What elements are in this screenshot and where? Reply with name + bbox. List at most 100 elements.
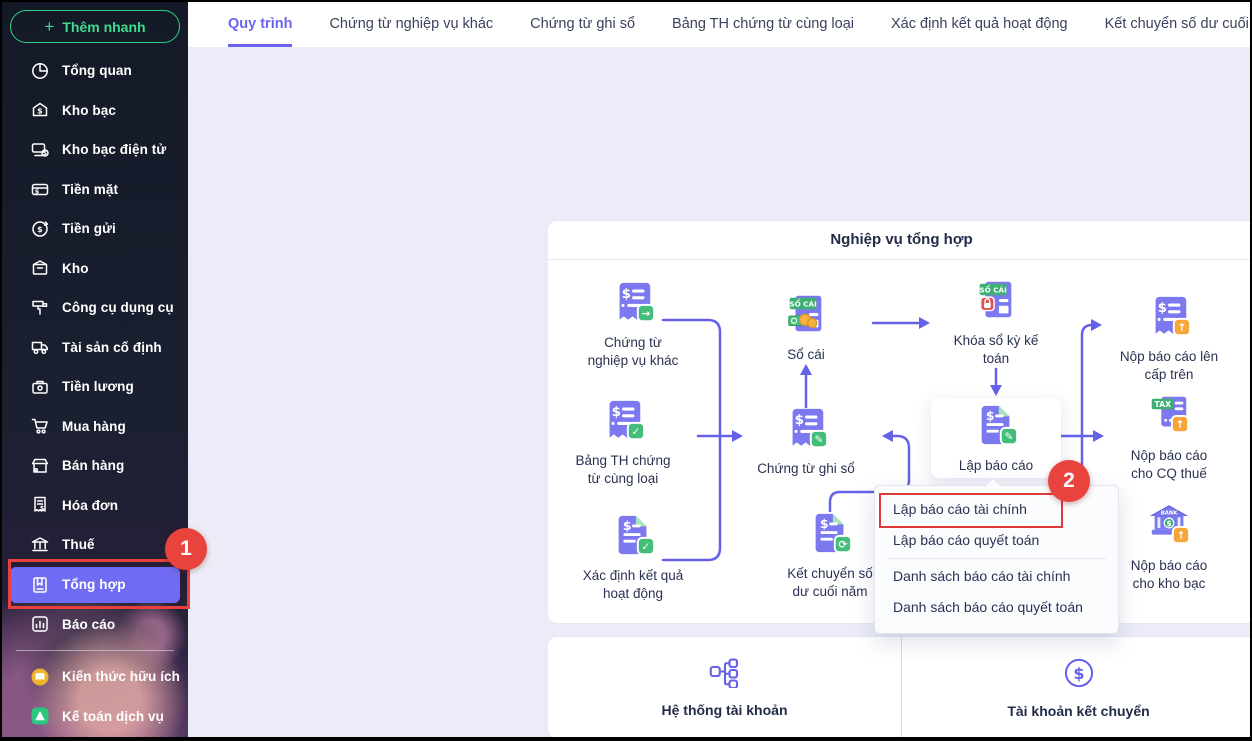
svg-text:BANK: BANK <box>1161 510 1178 516</box>
sidebar-item-kho[interactable]: Kho <box>10 249 180 289</box>
tab-chung-tu-ghi-so[interactable]: Chứng từ ghi sổ <box>530 16 636 32</box>
menu-item-lap-bao-cao-quyet-toan[interactable]: Lập báo cáo quyết toán <box>893 532 1040 548</box>
tab-bang-th-chung-tu-cung-loai[interactable]: Bảng TH chứng từ cùng loại <box>672 16 855 32</box>
footer-section-he-thong-tai-khoan[interactable]: Hệ thống tài khoản <box>548 637 901 737</box>
tab-quy-trinh[interactable]: Quy trình <box>228 2 293 47</box>
cash-icon: $ <box>30 179 50 199</box>
sidebar-item-ban-hang[interactable]: Bán hàng <box>10 446 180 486</box>
svg-text:TAX: TAX <box>1155 400 1172 409</box>
svg-text:$: $ <box>37 107 43 116</box>
receipt-arrow-icon: $ → <box>610 279 656 330</box>
footer-section-label: Hệ thống tài khoản <box>661 701 788 718</box>
svg-text:✎: ✎ <box>815 434 824 446</box>
tab-chung-tu-nghiep-vu-khac[interactable]: Chứng từ nghiệp vụ khác <box>329 16 494 32</box>
sidebar-item-ke-toan-dich-vu[interactable]: Kế toán dịch vụ <box>10 697 180 737</box>
svg-text:$: $ <box>1166 519 1171 528</box>
footer-section-label: Tài khoản kết chuyển <box>1007 702 1150 719</box>
doc-check-icon: $ ✓ <box>610 512 656 563</box>
svg-text:✓: ✓ <box>632 426 641 438</box>
sidebar-item-kho-bac-dien-tu[interactable]: $ Kho bạc điện tử <box>10 130 180 170</box>
sidebar-item-tien-gui[interactable]: $Tiền gửi <box>10 209 180 249</box>
sidebar-item-label: Tổng quan <box>62 63 132 79</box>
sidebar-item-label: Kế toán dịch vụ <box>62 708 165 724</box>
sidebar-item-label: Kiến thức hữu ích <box>62 669 181 685</box>
sidebar-item-label: Bán hàng <box>62 458 125 474</box>
sidebar-item-label: Tổng hợp <box>62 577 126 592</box>
sidebar-item-tong-quan[interactable]: Tổng quan <box>10 51 180 91</box>
sidebar-item-cong-cu-dung-cu[interactable]: Công cụ dụng cụ <box>10 288 180 328</box>
menu-item-lap-bao-cao-tai-chinh[interactable]: Lập báo cáo tài chính <box>893 501 1027 517</box>
sidebar-item-hoa-don[interactable]: $Hóa đơn <box>10 486 180 526</box>
tax-icon <box>30 535 50 555</box>
annotation-badge-1: 1 <box>165 528 207 570</box>
sidebar-item-bao-cao[interactable]: Báo cáo <box>10 605 180 645</box>
sidebar-item-mua-hang[interactable]: Mua hàng <box>10 407 180 447</box>
tools-icon <box>30 298 50 318</box>
menu-divider <box>887 558 1106 559</box>
sidebar-item-label: Kho bạc <box>62 102 116 118</box>
treasury-icon: $ <box>30 100 50 120</box>
report-icon <box>30 614 50 634</box>
svg-text:↑: ↑ <box>1178 322 1187 334</box>
svg-text:$: $ <box>986 408 995 423</box>
tab-ket-chuyen-so-du-cuoi-nam[interactable]: Kết chuyển số dư cuối năm <box>1104 16 1250 32</box>
svg-text:→: → <box>642 308 651 320</box>
svg-text:$: $ <box>43 150 47 157</box>
workflow-node-chung-tu-ghi-so[interactable]: $ ✎Chứng từ ghi sổ <box>731 405 881 478</box>
quick-add-button[interactable]: + Thêm nhanh <box>10 10 180 43</box>
sidebar-item-kho-bac[interactable]: $ Kho bạc <box>10 91 180 131</box>
sidebar-item-label: Mua hàng <box>62 418 126 434</box>
sidebar-item-label: Tiền gửi <box>62 221 116 237</box>
menu-item-danh-sach-bao-cao-quyet-toan[interactable]: Danh sách báo cáo quyết toán <box>893 599 1083 615</box>
svg-text:↑: ↑ <box>1176 419 1185 431</box>
doc-pencil-icon: $ ✎ <box>973 402 1019 453</box>
tab-xac-dinh-ket-qua-hoat-dong[interactable]: Xác định kết quả hoạt động <box>891 16 1068 32</box>
sidebar-item-label: Công cụ dụng cụ <box>62 300 174 316</box>
svg-text:↑: ↑ <box>1177 530 1186 542</box>
svg-text:$: $ <box>612 405 621 420</box>
svg-text:$: $ <box>623 518 632 533</box>
bank-up-icon: BANK $ ↑ <box>1146 502 1192 553</box>
svg-text:$: $ <box>795 413 804 428</box>
sidebar-item-label: Kho <box>62 260 89 276</box>
annotation-badge-2: 2 <box>1048 460 1090 502</box>
sidebar-nav: Tổng quan $ Kho bạc $ Kho bạc điện tử $Tiền m… <box>2 47 188 737</box>
menu-item-danh-sach-bao-cao-tai-chinh[interactable]: Danh sách báo cáo tài chính <box>893 568 1071 584</box>
quick-add-label: Thêm nhanh <box>62 18 146 35</box>
sidebar-item-tai-san-co-dinh[interactable]: Tài sản cố định <box>10 328 180 368</box>
receipt-check-icon: $ ✓ <box>600 397 646 448</box>
general-icon <box>30 575 50 595</box>
sidebar-item-tien-mat[interactable]: $Tiền mặt <box>10 170 180 210</box>
workflow-node-lap-bao-cao[interactable]: $ ✎ Lập báo cáo <box>931 398 1061 478</box>
knowledge-icon <box>30 667 50 687</box>
sidebar-item-thue[interactable]: Thuế <box>10 525 180 565</box>
workflow-node-label: Sổ cái <box>787 347 825 362</box>
sidebar-item-kien-thuc-huu-ich[interactable]: Kiến thức hữu ích <box>10 657 180 697</box>
sidebar-item-label: Kho bạc điện tử <box>62 142 167 158</box>
footer-section-tai-khoan-ket-chuyen[interactable]: $ Tài khoản kết chuyển <box>901 637 1250 737</box>
pie-chart-icon <box>30 61 50 81</box>
transfer-account-icon: $ <box>1063 657 1095 694</box>
svg-text:SỔ CÁI: SỔ CÁI <box>790 298 817 308</box>
sidebar-item-tien-luong[interactable]: Tiền lương <box>10 367 180 407</box>
sidebar-item-tong-hop[interactable]: Tổng hợp <box>10 566 180 603</box>
workflow-node-label: Lập báo cáo <box>958 457 1034 473</box>
workflow-node-so-cai[interactable]: SỔ CÁI Sổ cái <box>731 291 881 364</box>
